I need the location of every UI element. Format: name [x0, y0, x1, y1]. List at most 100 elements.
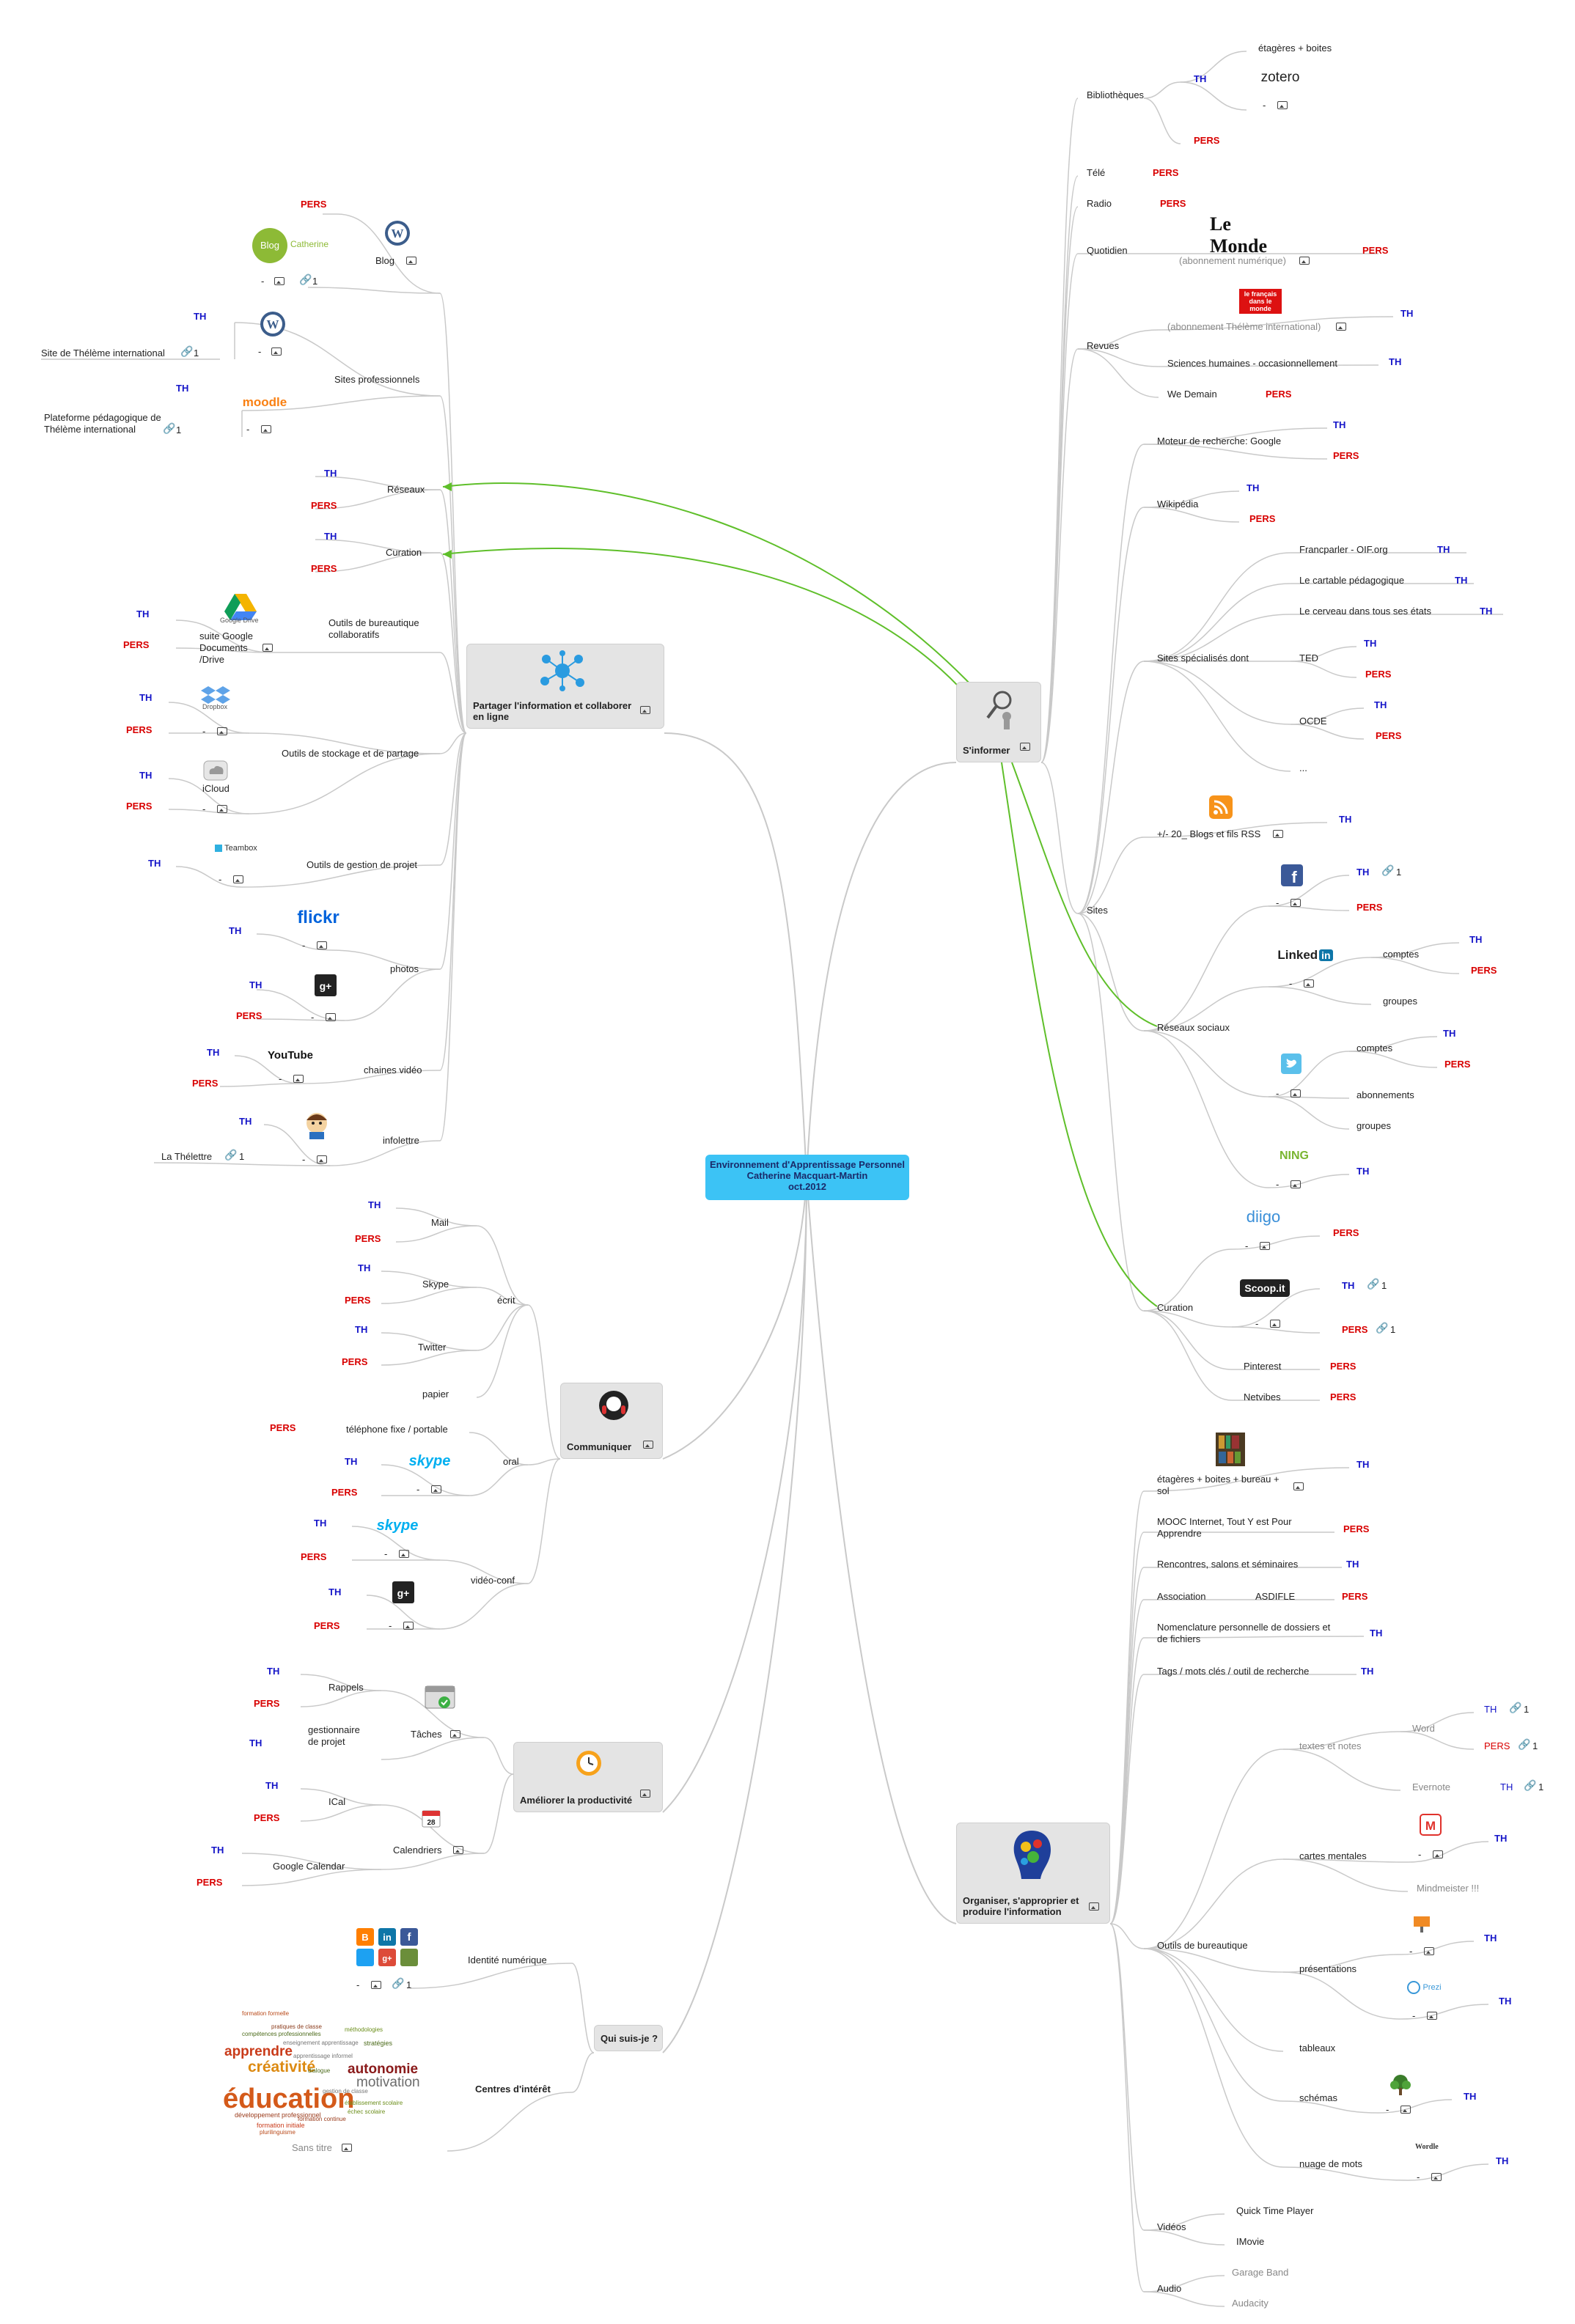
garageband-label[interactable]: Garage Band: [1232, 2267, 1289, 2278]
node-informer[interactable]: S'informer: [956, 682, 1041, 762]
centres-label[interactable]: Centres d'intérêt: [475, 2084, 551, 2095]
blog-label[interactable]: Blog: [375, 255, 395, 266]
gdocs-label[interactable]: suite Google Documents /Drive: [199, 630, 253, 665]
calendriers-label[interactable]: Calendriers: [393, 1845, 442, 1856]
node-organiser[interactable]: Organiser, s'approprier et produire l'in…: [956, 1823, 1110, 1924]
nomenclature-label[interactable]: Nomenclature personnelle de dossiers et …: [1157, 1622, 1331, 1644]
radio-label[interactable]: Radio: [1087, 198, 1112, 209]
bibliotheques-label[interactable]: Bibliothèques: [1087, 89, 1145, 100]
image-icon: [640, 1790, 650, 1798]
taches-label[interactable]: Tâches: [411, 1729, 442, 1740]
rappels-label[interactable]: Rappels: [328, 1682, 364, 1693]
gcal-label[interactable]: Google Calendar: [273, 1861, 345, 1872]
sites-pro-label[interactable]: Sites professionnels: [334, 374, 420, 385]
sciences-label[interactable]: Sciences humaines - occasionnellement: [1167, 358, 1337, 369]
schemas-label[interactable]: schémas: [1299, 2092, 1338, 2103]
videos-label[interactable]: Vidéos: [1157, 2221, 1186, 2232]
francparler-label[interactable]: Francparler - OIF.org: [1299, 544, 1388, 555]
netvibes-label[interactable]: Netvibes: [1244, 1391, 1281, 1402]
connector-line: [1282, 1748, 1401, 1791]
presentations-label[interactable]: présentations: [1299, 1963, 1357, 1974]
node-quisuisje[interactable]: Qui suis-je ?: [594, 2025, 663, 2051]
image-icon: [1273, 830, 1283, 838]
thelettre-label[interactable]: La Thélettre: [161, 1151, 213, 1162]
etageres-label[interactable]: étagères + boites: [1258, 43, 1332, 54]
icloud-label[interactable]: iCloud: [202, 783, 230, 794]
freemind-icon: [1384, 2072, 1417, 2097]
node-productivite[interactable]: Améliorer la productivité: [513, 1742, 663, 1812]
plateforme-label[interactable]: Plateforme pédagogique de Thélème intern…: [44, 412, 161, 435]
sites-specialises-label[interactable]: Sites spécialisés dont: [1157, 652, 1249, 663]
site-theleme-label[interactable]: Site de Thélème international: [41, 348, 165, 358]
comptes-label[interactable]: comptes: [1356, 1043, 1393, 1053]
evernote-label[interactable]: Evernote: [1412, 1781, 1451, 1792]
identite-label[interactable]: Identité numérique: [468, 1955, 547, 1966]
rencontres-label[interactable]: Rencontres, salons et séminaires: [1157, 1559, 1299, 1570]
revues-label[interactable]: Revues: [1087, 340, 1120, 351]
connector-line: [1282, 1858, 1409, 1892]
sites-label[interactable]: Sites: [1087, 905, 1108, 916]
cartes-label[interactable]: cartes mentales: [1299, 1850, 1367, 1861]
reseaux-label[interactable]: Réseaux: [387, 484, 425, 495]
connector-line: [168, 809, 250, 814]
audacity-label[interactable]: Audacity: [1232, 2298, 1269, 2309]
quicktime-label[interactable]: Quick Time Player: [1236, 2205, 1314, 2216]
node-communiquer[interactable]: Communiquer: [560, 1383, 663, 1459]
ocde-label[interactable]: OCDE: [1299, 716, 1327, 727]
photos-label[interactable]: photos: [390, 963, 419, 974]
stockage-label[interactable]: Outils de stockage et de partage: [282, 748, 419, 759]
textes-label[interactable]: textes et notes: [1299, 1740, 1362, 1751]
tags-label[interactable]: Tags / mots clés / outil de recherche: [1157, 1666, 1310, 1677]
pinterest-label[interactable]: Pinterest: [1244, 1361, 1282, 1372]
gestionnaire-label[interactable]: gestionnaire de projet: [308, 1724, 360, 1747]
cerveau-label[interactable]: Le cerveau dans tous ses états: [1299, 606, 1431, 617]
connector-line: [344, 968, 441, 1021]
asdifle-label[interactable]: ASDIFLE: [1255, 1591, 1296, 1602]
word-label[interactable]: Word: [1412, 1723, 1435, 1734]
curation-label[interactable]: Curation: [1157, 1302, 1194, 1313]
groupes-label[interactable]: groupes: [1356, 1120, 1391, 1131]
tag-th: TH: [1247, 482, 1260, 493]
skype-label[interactable]: Skype: [422, 1279, 449, 1290]
outils-bureau-label[interactable]: Outils de bureautique collaboratifs: [328, 617, 419, 640]
node-partager[interactable]: Partager l'information et collaborer en …: [466, 644, 664, 729]
nuage-label[interactable]: nuage de mots: [1299, 2158, 1363, 2169]
audio-label[interactable]: Audio: [1157, 2283, 1182, 2294]
connector-line: [381, 1804, 485, 1854]
dash: -: [1263, 100, 1266, 111]
abonnements-label[interactable]: abonnements: [1356, 1089, 1414, 1100]
we-demain-label[interactable]: We Demain: [1167, 389, 1217, 400]
blogs-label[interactable]: +/- 20_ Blogs et fils RSS: [1157, 828, 1261, 839]
tableaux-label[interactable]: tableaux: [1299, 2042, 1336, 2053]
cartable-label[interactable]: Le cartable pédagogique: [1299, 575, 1405, 586]
imovie-label[interactable]: IMovie: [1236, 2236, 1265, 2247]
comptes-label[interactable]: comptes: [1383, 949, 1420, 960]
oral-label[interactable]: oral: [503, 1456, 519, 1467]
groupes-label[interactable]: groupes: [1383, 996, 1417, 1007]
infolettre-label[interactable]: infolettre: [383, 1135, 419, 1146]
mail-label[interactable]: Mail: [431, 1217, 449, 1228]
ical-label[interactable]: ICal: [328, 1796, 346, 1807]
ted-label[interactable]: TED: [1299, 652, 1318, 663]
association-label[interactable]: Association: [1157, 1591, 1206, 1602]
etageres-organiser-label[interactable]: étagères + boites + bureau + sol: [1157, 1474, 1280, 1496]
visio-label[interactable]: vidéo-conf: [471, 1575, 515, 1586]
curation-label[interactable]: Curation: [386, 547, 422, 558]
tele-label[interactable]: Télé: [1087, 167, 1106, 178]
wikipedia-label[interactable]: Wikipédia: [1157, 499, 1199, 510]
outils-bureau-right-label[interactable]: Outils de bureautique: [1157, 1940, 1248, 1951]
reseaux-sociaux-label[interactable]: Réseaux sociaux: [1157, 1022, 1230, 1033]
chaines-label[interactable]: chaines vidéo: [364, 1064, 422, 1075]
moteur-label[interactable]: Moteur de recherche: Google: [1157, 435, 1282, 446]
gestion-projet-label[interactable]: Outils de gestion de projet: [306, 859, 418, 870]
mooc-label[interactable]: MOOC Internet, Tout Y est Pour Apprendre: [1157, 1516, 1292, 1539]
quotidien-label[interactable]: Quotidien: [1087, 245, 1128, 256]
tag-th: TH: [1370, 1628, 1383, 1639]
root-node[interactable]: Environnement d'Apprentissage Personnel …: [705, 1155, 909, 1200]
ecrit-label[interactable]: écrit: [497, 1295, 515, 1306]
sans-titre-label[interactable]: Sans titre: [292, 2142, 332, 2153]
papier-label[interactable]: papier: [422, 1389, 449, 1400]
mindmeister-label[interactable]: Mindmeister !!!: [1417, 1883, 1480, 1894]
telephone-label[interactable]: téléphone fixe / portable: [346, 1424, 448, 1435]
twitter-label[interactable]: Twitter: [418, 1342, 447, 1353]
